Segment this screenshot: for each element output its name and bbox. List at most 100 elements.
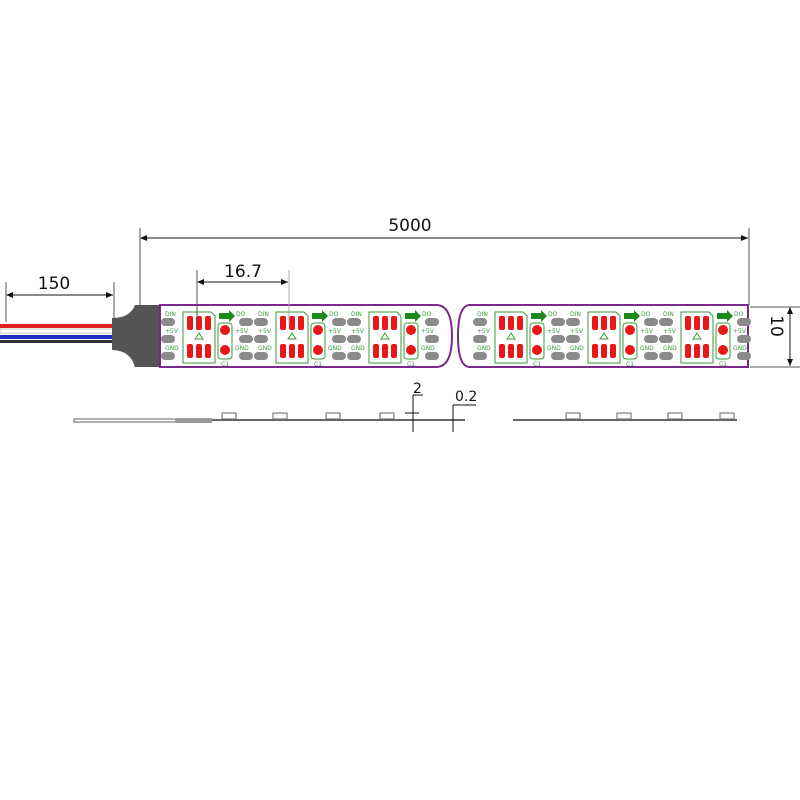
height-label: 2 — [413, 381, 422, 397]
led-symbol-icon — [380, 332, 390, 340]
solder-pad — [425, 318, 439, 326]
led-chip-pad — [289, 344, 295, 358]
capacitor-pad — [313, 325, 323, 335]
led-chip-pad — [601, 316, 607, 330]
led-chip-pad — [196, 344, 202, 358]
solder-pad — [566, 335, 580, 343]
led-chip-pad — [592, 316, 598, 330]
side-wire — [73, 418, 177, 423]
solder-pad — [473, 335, 487, 343]
pad-label-gnd: GND — [328, 345, 342, 352]
solder-pad — [254, 318, 268, 326]
pad-label-gnd: GND — [258, 345, 272, 352]
solder-pad — [347, 318, 361, 326]
pad-label-dout: DO — [329, 311, 339, 318]
led-chip-pad — [694, 316, 700, 330]
solder-pad — [254, 352, 268, 360]
solder-pad — [551, 335, 565, 343]
wire-black — [0, 340, 118, 343]
connector-sleeve — [112, 305, 162, 367]
solder-pad — [473, 352, 487, 360]
solder-pad — [425, 335, 439, 343]
solder-pad — [737, 352, 751, 360]
solder-pad — [425, 352, 439, 360]
led-chip-pad — [391, 316, 397, 330]
pad-label-vcc: +5V — [733, 328, 747, 335]
led-symbol-icon — [194, 332, 204, 340]
led-chip-pad — [517, 344, 523, 358]
solder-pad — [473, 318, 487, 326]
pitch-label: 16.7 — [224, 262, 262, 282]
led-chip-pad — [373, 344, 379, 358]
led-chip-pad — [685, 344, 691, 358]
led-chip-pad — [610, 344, 616, 358]
lead-wire-label: 150 — [38, 274, 70, 294]
capacitor-pad — [406, 345, 416, 355]
pad-label-vcc: +5V — [477, 328, 491, 335]
length-label: 5000 — [388, 216, 431, 236]
led-chip-pad — [280, 316, 286, 330]
capacitor-pad — [220, 325, 230, 335]
pad-label-din: DIN — [663, 311, 674, 318]
side-chips — [221, 412, 735, 420]
led-chip-pad — [298, 316, 304, 330]
solder-pad — [347, 352, 361, 360]
led-chip-pad — [592, 344, 598, 358]
pad-label-cap: C1 — [407, 361, 415, 368]
pad-label-cap: C1 — [314, 361, 322, 368]
pad-label-vcc: +5V — [235, 328, 249, 335]
solder-pad — [644, 352, 658, 360]
pad-label-vcc: +5V — [351, 328, 365, 335]
solder-pad — [737, 335, 751, 343]
pad-label-cap: C1 — [626, 361, 634, 368]
solder-pad — [644, 318, 658, 326]
data-direction-arrow-icon — [312, 310, 328, 322]
lead-wires — [0, 324, 119, 343]
pad-label-din: DIN — [165, 311, 176, 318]
led-chip-pad — [280, 344, 286, 358]
led-symbol-icon — [506, 332, 516, 340]
pad-label-dout: DO — [734, 311, 744, 318]
pad-label-din: DIN — [351, 311, 362, 318]
pad-label-cap: C1 — [221, 361, 229, 368]
solder-pad — [254, 335, 268, 343]
led-symbol-icon — [692, 332, 702, 340]
data-direction-arrow-icon — [717, 310, 733, 322]
led-chip-pad — [382, 344, 388, 358]
led-chip-pad — [187, 344, 193, 358]
data-direction-arrow-icon — [405, 310, 421, 322]
data-direction-arrow-icon — [624, 310, 640, 322]
side-led-chip — [379, 412, 395, 420]
capacitor-pad — [532, 345, 542, 355]
pad-label-din: DIN — [570, 311, 581, 318]
capacitor-pad — [718, 345, 728, 355]
pad-label-gnd: GND — [165, 345, 179, 352]
led-chip-pad — [289, 316, 295, 330]
pad-label-vcc: +5V — [165, 328, 179, 335]
solder-pad — [347, 335, 361, 343]
led-chip-pad — [601, 344, 607, 358]
pad-label-gnd: GND — [640, 345, 654, 352]
solder-pad — [659, 352, 673, 360]
led-chip-pad — [610, 316, 616, 330]
led-chip-pad — [373, 316, 379, 330]
pad-label-vcc: +5V — [570, 328, 584, 335]
led-chip-pad — [703, 344, 709, 358]
led-chip-pad — [685, 316, 691, 330]
led-chip-pad — [391, 344, 397, 358]
solder-pad — [332, 335, 346, 343]
solder-pad — [239, 352, 253, 360]
pad-label-vcc: +5V — [640, 328, 654, 335]
side-led-chip — [221, 412, 237, 420]
data-direction-arrow-icon — [219, 310, 235, 322]
solder-pad — [566, 318, 580, 326]
led-chip-pad — [382, 316, 388, 330]
solder-pad — [551, 318, 565, 326]
solder-pad — [239, 335, 253, 343]
led-chip-pad — [508, 344, 514, 358]
led-chip-pad — [703, 316, 709, 330]
capacitor-pad — [625, 345, 635, 355]
side-led-chip — [667, 412, 683, 420]
